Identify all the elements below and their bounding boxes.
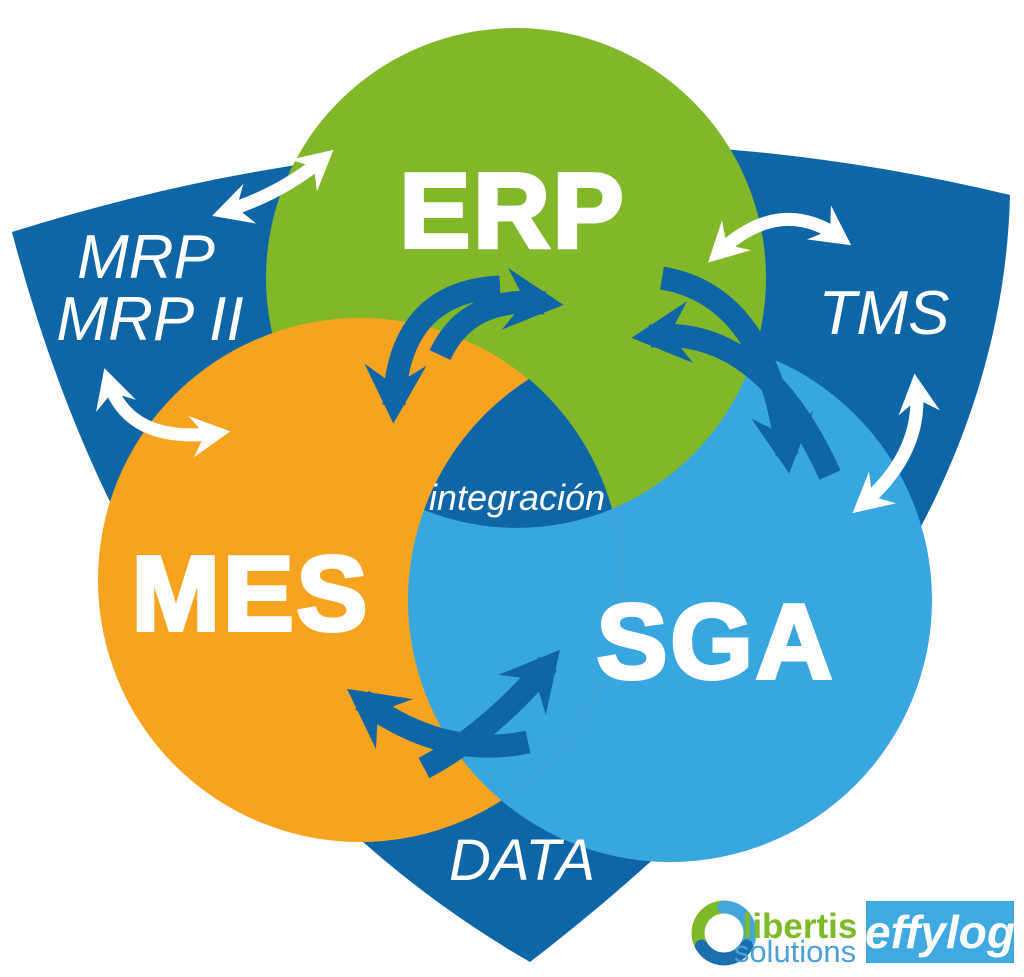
effylog-name: effylog bbox=[865, 906, 1015, 958]
libertis-name: libertis bbox=[743, 907, 858, 946]
white-arrow-erp-tms bbox=[708, 205, 852, 263]
sga-label: SGA bbox=[597, 583, 836, 701]
dark-arrow-erp-sga bbox=[659, 266, 814, 474]
data-label: DATA bbox=[449, 828, 595, 893]
white-arrow-mrp2-mes bbox=[96, 368, 231, 458]
dark-arrow-mes-sga bbox=[418, 649, 560, 779]
dark-arrow-sga-mes bbox=[347, 688, 531, 758]
libertis-logo-mark bbox=[691, 900, 757, 966]
effylog-badge bbox=[866, 901, 1014, 963]
libertis-mark-arc-dark bbox=[695, 939, 753, 966]
dark-arrow-mes-erp bbox=[429, 267, 564, 361]
white-arrow-tms-sga bbox=[852, 373, 940, 514]
mes-label: MES bbox=[132, 535, 371, 653]
erp-label: ERP bbox=[400, 152, 627, 270]
integration-core bbox=[424, 379, 612, 528]
white-arrow-mrp-erp bbox=[212, 149, 334, 224]
libertis-suffix: solutions bbox=[734, 934, 856, 969]
mrp-label: MRP bbox=[77, 223, 215, 292]
libertis-logo: libertis solutions bbox=[680, 899, 866, 969]
tms-label: TMS bbox=[819, 279, 950, 348]
integration-label: integración bbox=[429, 477, 605, 518]
mrp2-label: MRP II bbox=[56, 285, 243, 354]
effylog-logo: effylog bbox=[865, 901, 1015, 963]
dark-arrow-erp-mes bbox=[364, 275, 501, 424]
